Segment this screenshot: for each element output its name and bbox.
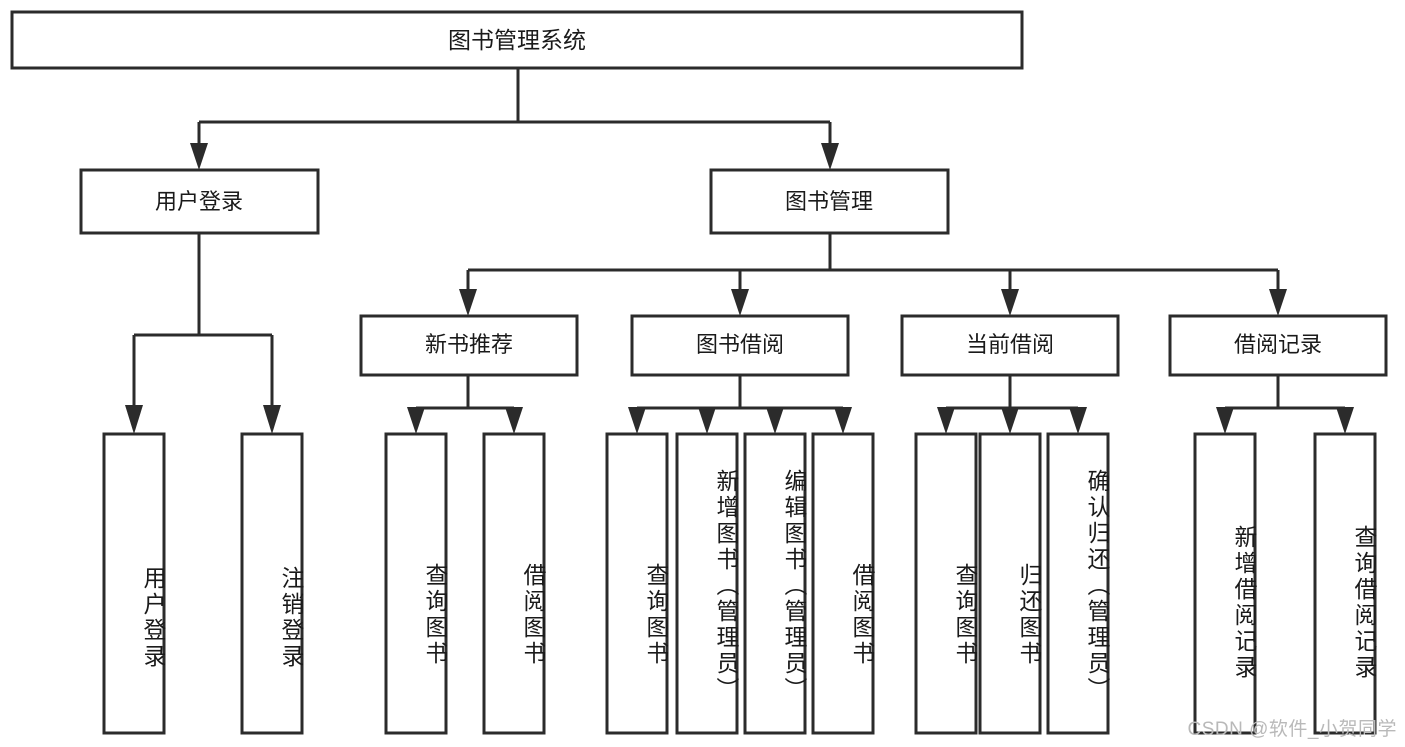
- arrow-head-to-current-borrow: [1001, 289, 1019, 316]
- arrow-head-to-user-login: [190, 143, 208, 170]
- node-book-management-box[interactable]: [709, 168, 950, 235]
- node-current-borrow[interactable]: 当前借阅: [900, 314, 1120, 377]
- arrow-head-new-book-leaf-1: [407, 407, 425, 434]
- leaf-box-query-book-1[interactable]: [384, 432, 448, 735]
- leaf-box-layer: [102, 432, 1377, 735]
- node-book-borrow[interactable]: 图书借阅: [630, 314, 850, 377]
- arrow-head-new-book-leaf-2: [505, 407, 523, 434]
- node-user-login-label: 用户登录: [155, 189, 243, 214]
- arrow-head-borrow-record-leaf-2: [1336, 407, 1354, 434]
- leaf-box-borrow-book-2[interactable]: [811, 432, 875, 735]
- leaf-box-user-logout[interactable]: [240, 432, 304, 735]
- node-book-management-label: 图书管理: [785, 189, 873, 214]
- node-borrow-record-box[interactable]: [1168, 314, 1388, 377]
- leaf-box-query-record[interactable]: [1313, 432, 1377, 735]
- leaf-box-confirm-return[interactable]: [1046, 432, 1110, 735]
- arrow-head-book-borrow-leaf-3: [766, 407, 784, 434]
- watermark-text: CSDN @软件_小贺同学: [1187, 719, 1397, 740]
- node-book-management[interactable]: 图书管理: [709, 168, 950, 235]
- node-borrow-record-label: 借阅记录: [1234, 332, 1322, 357]
- node-current-borrow-label: 当前借阅: [966, 332, 1054, 357]
- node-user-login[interactable]: 用户登录: [79, 168, 320, 235]
- leaf-box-return-book[interactable]: [978, 432, 1042, 735]
- arrow-head-current-borrow-leaf-3: [1069, 407, 1087, 434]
- node-book-borrow-box[interactable]: [630, 314, 850, 377]
- leaf-box-add-record[interactable]: [1193, 432, 1257, 735]
- node-new-book-recommend-box[interactable]: [359, 314, 579, 377]
- node-borrow-record[interactable]: 借阅记录: [1168, 314, 1388, 377]
- arrow-head-current-borrow-leaf-1: [937, 407, 955, 434]
- arrow-head-to-borrow-record: [1269, 289, 1287, 316]
- node-book-borrow-label: 图书借阅: [696, 332, 784, 357]
- node-user-login-box[interactable]: [79, 168, 320, 235]
- arrow-head-borrow-record-leaf-1: [1216, 407, 1234, 434]
- leaf-box-query-book-2[interactable]: [605, 432, 669, 735]
- node-root-system[interactable]: 图书管理系统: [10, 10, 1024, 70]
- node-root-system-label: 图书管理系统: [448, 27, 586, 53]
- leaf-box-edit-book[interactable]: [743, 432, 807, 735]
- arrow-head-to-new-book-recommend: [459, 289, 477, 316]
- arrow-head-user-login-leaf-1: [125, 405, 143, 434]
- arrow-head-to-book-management: [821, 143, 839, 170]
- arrow-head-current-borrow-leaf-2: [1001, 407, 1019, 434]
- arrow-head-book-borrow-leaf-1: [628, 407, 646, 434]
- leaf-box-borrow-book-1[interactable]: [482, 432, 546, 735]
- arrow-head-user-login-leaf-2: [263, 405, 281, 434]
- connector-layer: [125, 68, 1354, 434]
- node-current-borrow-box[interactable]: [900, 314, 1120, 377]
- arrow-head-book-borrow-leaf-2: [698, 407, 716, 434]
- leaf-box-query-book-3[interactable]: [914, 432, 978, 735]
- leaf-box-add-book[interactable]: [675, 432, 739, 735]
- node-new-book-recommend-label: 新书推荐: [425, 332, 513, 357]
- node-root-system-box[interactable]: [10, 10, 1024, 70]
- arrow-head-to-book-borrow: [731, 289, 749, 316]
- leaf-box-user-login[interactable]: [102, 432, 166, 735]
- arrow-head-book-borrow-leaf-4: [834, 407, 852, 434]
- node-new-book-recommend[interactable]: 新书推荐: [359, 314, 579, 377]
